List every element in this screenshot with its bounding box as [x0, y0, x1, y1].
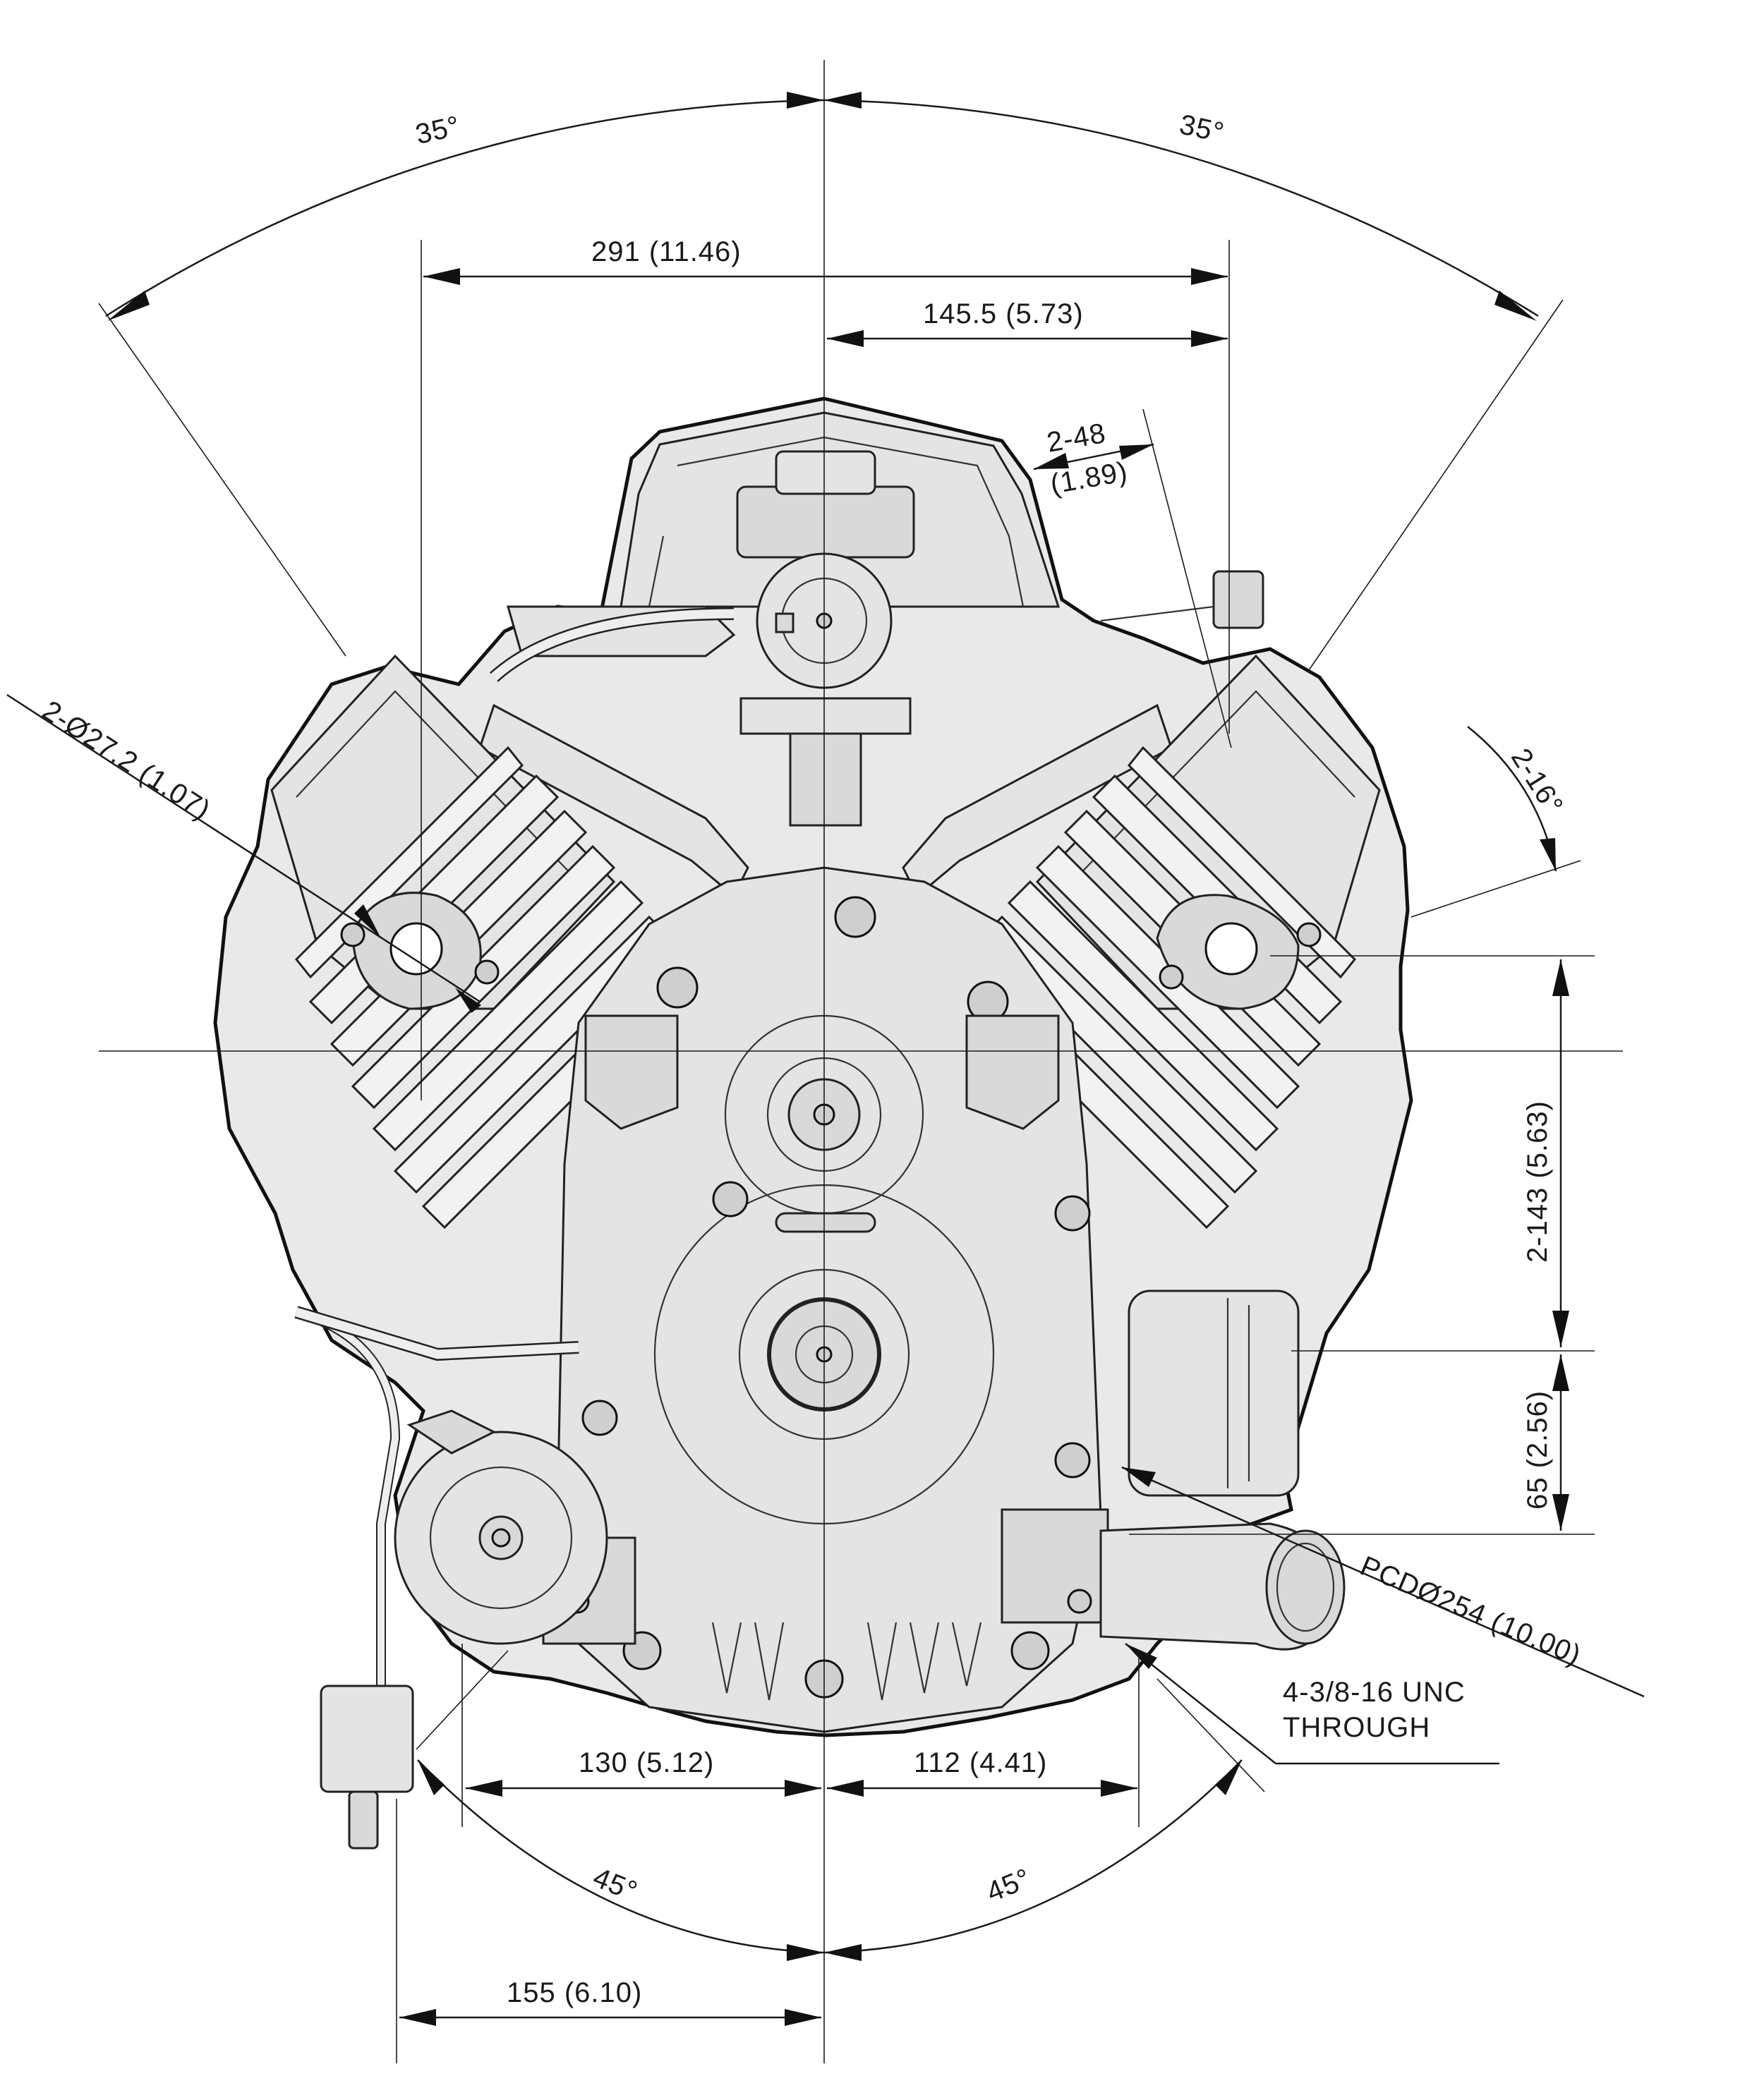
- center-lines: [99, 60, 1623, 2063]
- thread-line2-label: THROUGH: [1283, 1712, 1430, 1743]
- bottom-left-width-label: 130 (5.12): [579, 1747, 714, 1778]
- mount-hole-label: 2-Ø27.2 (1.07): [37, 695, 216, 826]
- engine-illustration: [213, 396, 1413, 1850]
- bottom-right-width-label: 112 (4.41): [914, 1747, 1047, 1778]
- crankcase: [542, 866, 1109, 1733]
- angle-bottom-right-label: 45°: [982, 1863, 1035, 1909]
- vertical-low-label: 65 (2.56): [1522, 1390, 1553, 1510]
- angle-right-small-label: 2-16°: [1505, 743, 1569, 820]
- angle-bottom-left-label: 45°: [588, 1862, 641, 1907]
- thread-line1-label: 4-3/8-16 UNC: [1283, 1677, 1466, 1708]
- oil-filter: [1099, 1289, 1346, 1651]
- bottom-overall-dimension: 155 (6.10): [396, 1799, 821, 2063]
- width-overall-label: 291 (11.46): [591, 236, 742, 267]
- thread-callout: 4-3/8-16 UNC THROUGH: [1125, 1643, 1499, 1765]
- half-width-dimension: 145.5 (5.73): [827, 298, 1228, 347]
- pcd-label: PCDØ254 (10.00): [1355, 1550, 1585, 1671]
- half-width-label: 145.5 (5.73): [923, 298, 1084, 329]
- left-cylinder: [270, 654, 694, 1230]
- boss-offset-label: 2-48: [1044, 418, 1108, 459]
- vertical-dimensions: 2-143 (5.63) 65 (2.56): [1129, 955, 1595, 1535]
- angle-top-left-label: 35°: [413, 110, 464, 150]
- bottom-overall-label: 155 (6.10): [507, 1977, 642, 2008]
- angle-top-right-label: 35°: [1177, 109, 1227, 148]
- overall-width-dimension: 291 (11.46): [421, 236, 1230, 1100]
- angle-right-small-dimension: 2-16°: [1410, 726, 1581, 918]
- bottom-angle-dimension: 45° 45°: [416, 1650, 1265, 1961]
- starter-motor: [394, 1409, 608, 1645]
- vertical-spacing-label: 2-143 (5.63): [1522, 1100, 1553, 1263]
- top-angle-dimension: 35° 35°: [98, 92, 1564, 671]
- bottom-width-dimensions: 130 (5.12) 112 (4.41): [461, 1644, 1140, 1827]
- carburetor: [736, 450, 915, 827]
- fuel-line: [295, 1307, 414, 1850]
